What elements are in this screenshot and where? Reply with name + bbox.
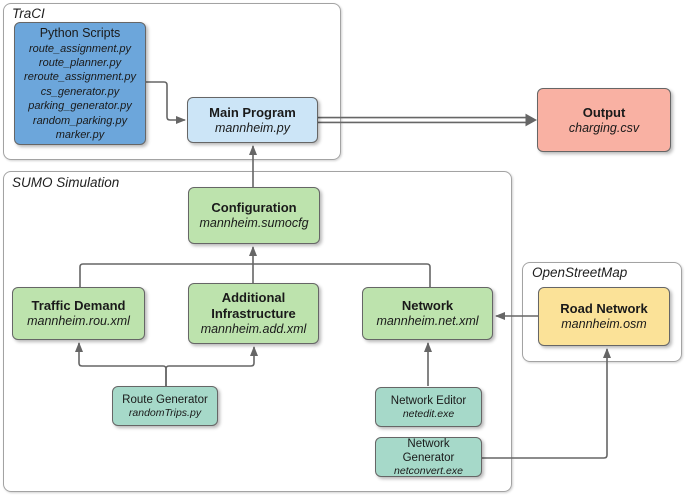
node-road-network: Road Network mannheim.osm (538, 287, 670, 346)
node-subtitle: randomTrips.py (128, 406, 202, 419)
node-route-generator: Route Generator randomTrips.py (112, 386, 218, 426)
node-additional-infrastructure: Additional Infrastructure mannheim.add.x… (188, 283, 319, 344)
node-title: Network Generator (402, 437, 455, 464)
node-subtitle: mannheim.py (214, 120, 291, 135)
node-output: Output charging.csv (537, 88, 671, 152)
node-configuration: Configuration mannheim.sumocfg (188, 187, 320, 244)
node-network: Network mannheim.net.xml (362, 287, 493, 340)
node-subtitle: mannheim.sumocfg (199, 216, 309, 230)
node-subtitle: mannheim.osm (561, 317, 647, 331)
container-traci (3, 3, 341, 160)
node-title: Network (401, 298, 454, 313)
script-file-name: route_assignment.py (28, 42, 132, 55)
script-file-name: cs_generator.py (40, 85, 120, 98)
node-subtitle: netconvert.exe (394, 464, 463, 477)
script-file-name: random_parking.py (32, 114, 128, 127)
container-sumo-simulation-label: SUMO Simulation (12, 175, 120, 190)
script-file-name: parking_generator.py (28, 100, 132, 113)
script-file-name: reroute_assignment.py (24, 71, 136, 84)
node-title: Main Program (209, 104, 296, 120)
container-openstreetmap-label: OpenStreetMap (532, 265, 628, 280)
node-title: Road Network (560, 301, 648, 316)
node-subtitle: mannheim.rou.xml (27, 314, 130, 328)
container-traci-label: TraCI (12, 6, 45, 21)
node-python-scripts: Python Scripts route_assignment.py route… (14, 22, 146, 145)
node-subtitle: netedit.exe (402, 407, 455, 420)
node-traffic-demand: Traffic Demand mannheim.rou.xml (12, 287, 145, 340)
node-subtitle: mannheim.net.xml (376, 314, 479, 328)
node-title: Output (582, 104, 626, 120)
node-title: Additional Infrastructure (211, 290, 296, 321)
edge-main-program-to-output (318, 113, 537, 127)
node-network-generator: Network Generator netconvert.exe (375, 437, 482, 477)
node-title: Configuration (211, 200, 297, 215)
container-sumo-simulation (3, 171, 512, 492)
node-title: Network Editor (390, 394, 467, 407)
node-title: Traffic Demand (31, 298, 126, 313)
node-subtitle: mannheim.add.xml (200, 322, 307, 336)
node-main-program: Main Program mannheim.py (187, 97, 318, 143)
node-title: Route Generator (122, 393, 208, 406)
node-network-editor: Network Editor netedit.exe (375, 387, 482, 427)
node-subtitle: charging.csv (568, 120, 640, 135)
script-file-name: marker.py (55, 129, 105, 142)
python-scripts-title: Python Scripts (39, 25, 121, 40)
script-file-name: route_planner.py (38, 56, 122, 69)
